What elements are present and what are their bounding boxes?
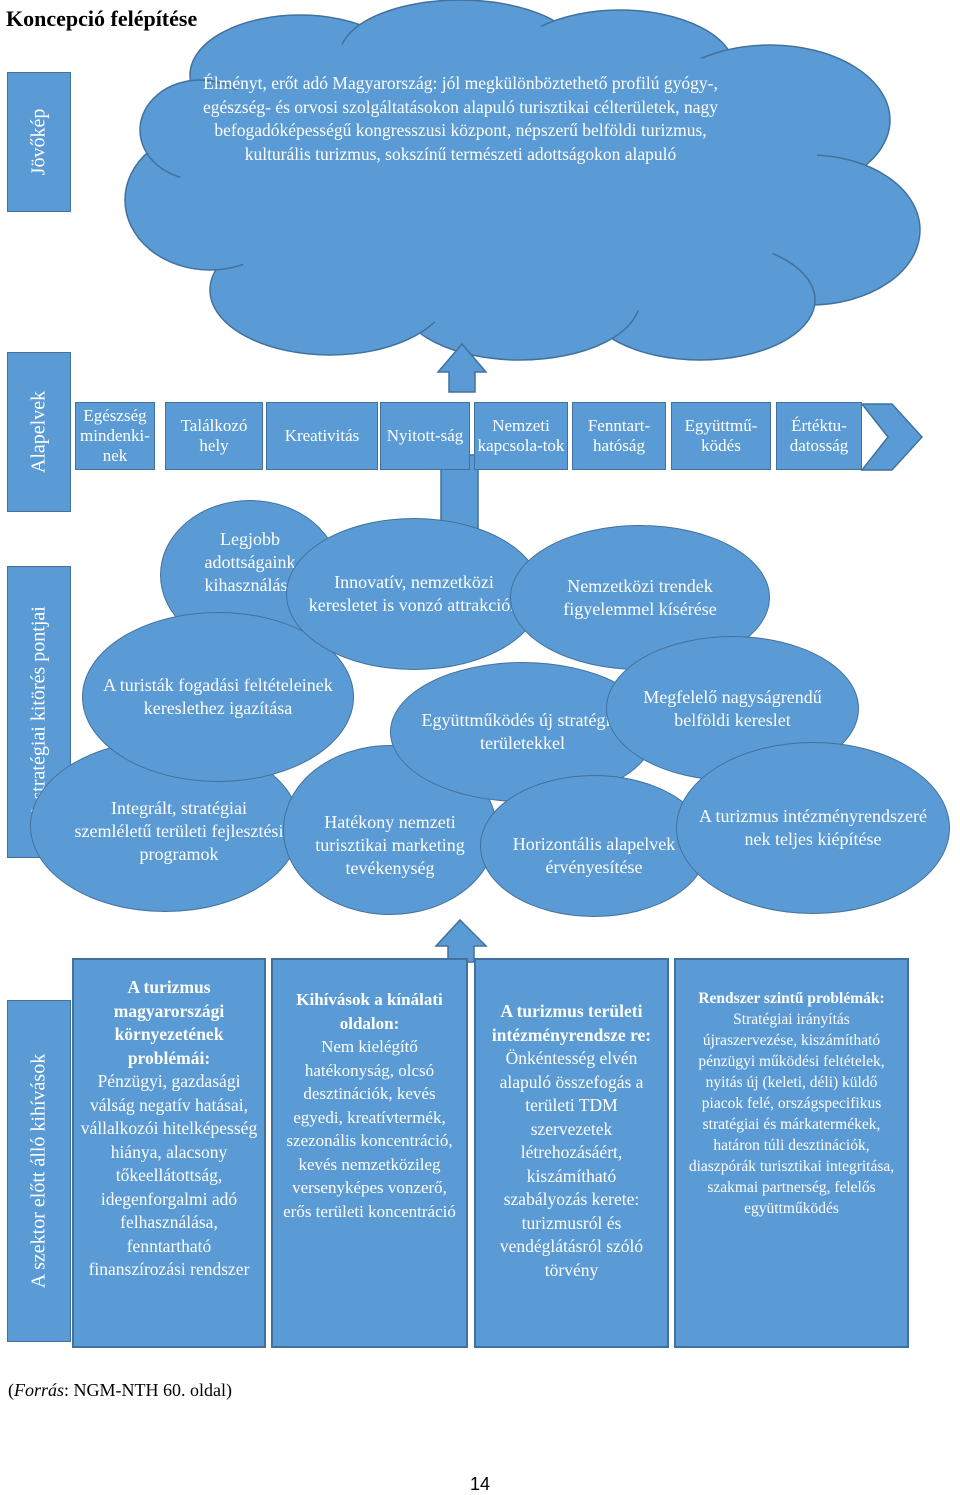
principle-item: Értéktu-datosság	[776, 402, 862, 470]
challenge-box: A turizmus magyarországi környezetének p…	[72, 958, 266, 1348]
principle-item: Együttmű-ködés	[671, 402, 771, 470]
principles-label: Alapelvek	[7, 352, 71, 512]
right-chevron-icon	[860, 403, 924, 471]
breakout-ellipse: A turizmus intézményrendszeré nek teljes…	[676, 742, 950, 914]
principle-item: Nemzeti kapcsola-tok	[474, 402, 568, 470]
source-label: Forrás	[14, 1380, 65, 1400]
challenge-box: Kihívások a kínálati oldalon: Nem kielég…	[271, 958, 468, 1348]
challenge-box: A turizmus területi intézményrendsze re:…	[474, 958, 669, 1348]
principle-item: Találkozó hely	[165, 402, 263, 470]
source-note: (Forrás: NGM-NTH 60. oldal)	[8, 1380, 232, 1400]
vision-cloud	[124, 0, 921, 361]
principle-item: Kreativitás	[266, 402, 378, 470]
vision-text: Élményt, erőt adó Magyarország: jól megk…	[202, 73, 719, 164]
challenge-heading: Rendszer szintű problémák:	[698, 990, 885, 1007]
challenge-heading: A turizmus területi intézményrendsze re:	[491, 1001, 652, 1045]
challenge-heading: Kihívások a kínálati oldalon:	[296, 990, 443, 1033]
page-title: Koncepció felépítése	[6, 6, 198, 31]
principle-item: Fenntart-hatóság	[572, 402, 666, 470]
challenge-box: Rendszer szintű problémák: Stratégiai ir…	[674, 958, 909, 1348]
challenge-body: Nem kielégítő hatékonyság, olcsó desztin…	[283, 1037, 456, 1221]
breakout-ellipse: Horizontális alapelvek érvényesítése	[480, 775, 708, 917]
challenge-body: Pénzügyi, gazdasági válság negatív hatás…	[80, 1071, 258, 1279]
breakout-ellipse: Innovatív, nemzetközi keresletet is vonz…	[286, 518, 542, 670]
challenge-heading: A turizmus magyarországi környezetének p…	[113, 977, 225, 1068]
page-number: 14	[469, 1474, 491, 1494]
breakout-ellipse: A turisták fogadási feltételeinek keresl…	[82, 612, 354, 782]
challenges-label: A szektor előtt álló kihívások	[7, 1000, 71, 1342]
challenge-body: Önkéntesség elvén alapuló összefogás a t…	[499, 1048, 644, 1280]
vision-text-box: Élményt, erőt adó Magyarország: jól megk…	[193, 72, 728, 166]
vision-label: Jövőkép	[7, 72, 71, 212]
challenge-body: Stratégiai irányítás újraszervezése, kis…	[688, 1011, 895, 1217]
principle-item: Egészség mindenki-nek	[75, 402, 155, 470]
principle-item: Nyitott-ság	[380, 402, 470, 470]
